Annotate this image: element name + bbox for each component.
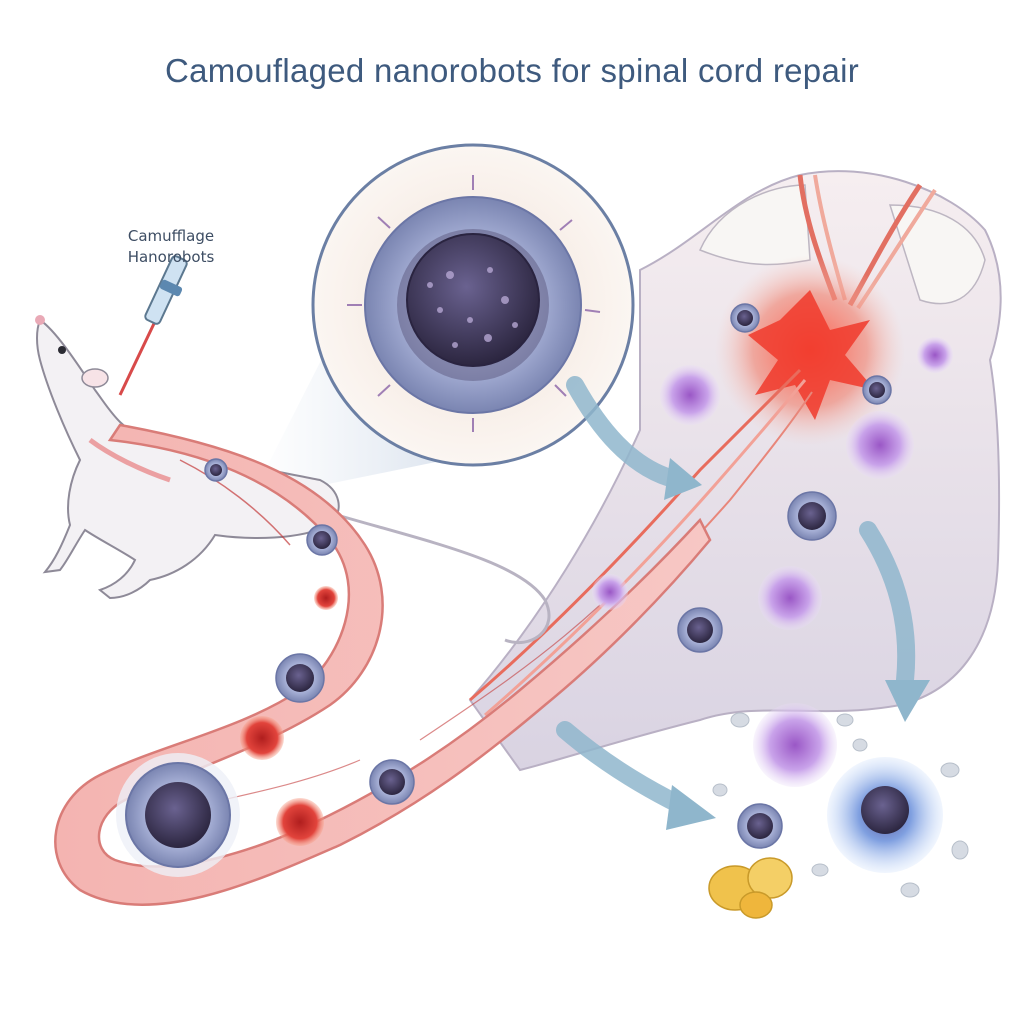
arrowhead xyxy=(666,785,716,830)
nanorobot-small xyxy=(369,759,415,805)
microglia-cell xyxy=(592,574,628,610)
nanorobot-in-tissue xyxy=(730,303,760,333)
nanorobot-small xyxy=(737,803,783,849)
nanorobot-large xyxy=(116,753,240,877)
yellow-support-cells xyxy=(708,857,793,919)
arrowhead xyxy=(885,680,930,722)
microglia-cell xyxy=(753,703,837,787)
arrow-zoom-to-lesion xyxy=(566,376,679,487)
microglia-cell xyxy=(917,337,953,373)
nanorobot-label: Camufflage Hanorobots xyxy=(96,226,246,268)
red-blood-cell xyxy=(276,798,324,846)
nanorobot-zoom-circle xyxy=(311,143,635,467)
syringe-icon xyxy=(118,255,188,396)
repair-cell-cluster xyxy=(708,703,969,919)
nanorobot-label-line-2: Hanorobots xyxy=(127,248,215,266)
nanorobot-small xyxy=(306,524,338,556)
blood-vessel xyxy=(54,423,712,906)
red-blood-cell xyxy=(240,716,284,760)
rat-tail xyxy=(319,508,551,645)
nanorobot-label-line-1: Camufflage xyxy=(127,227,215,245)
nanorobot-small xyxy=(204,458,228,482)
nanorobot-in-tissue xyxy=(787,491,837,541)
nanorobot-in-tissue xyxy=(677,607,723,653)
microglia-cell xyxy=(846,411,914,479)
rat-ear xyxy=(81,368,109,388)
rat-nose xyxy=(35,315,45,325)
nanorobot-small xyxy=(275,653,325,703)
page-title: Camouflaged nanorobots for spinal cord r… xyxy=(164,52,860,89)
nanorobot-in-tissue xyxy=(862,375,892,405)
red-blood-cell xyxy=(314,586,338,610)
microglia-cell xyxy=(758,566,822,630)
rat-eye xyxy=(58,346,66,354)
arrow-vessel-to-repair xyxy=(556,721,689,814)
microglia-cell xyxy=(660,365,720,425)
arrowhead xyxy=(664,458,702,500)
arrow-cord-to-repair xyxy=(859,521,916,689)
rat-illustration xyxy=(35,315,551,645)
